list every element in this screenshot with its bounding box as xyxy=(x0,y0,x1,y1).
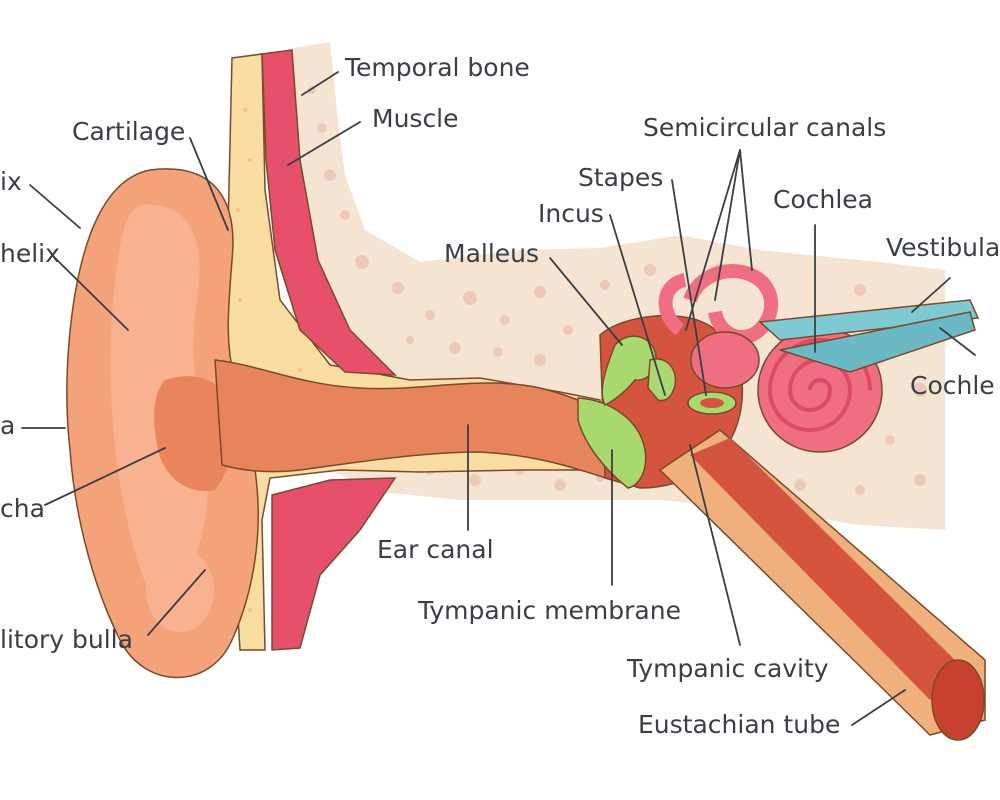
vestibule xyxy=(690,331,760,389)
incus-bone xyxy=(647,358,677,402)
leader-temporal-bone xyxy=(301,71,339,96)
concha-bowl xyxy=(154,376,234,491)
leader-semicircular-2 xyxy=(714,149,741,301)
label-auditory-bulla: litory bulla xyxy=(0,625,133,654)
leader-vestibular-nerve xyxy=(911,277,951,313)
leader-antihelix xyxy=(54,257,129,331)
tympanic-membrane xyxy=(577,397,647,489)
label-cartilage: Cartilage xyxy=(72,117,185,146)
leader-muscle xyxy=(287,121,361,166)
label-concha: cha xyxy=(0,494,45,523)
eustachian-tube-opening xyxy=(931,659,985,741)
leader-lines xyxy=(21,71,976,726)
label-cochlea: Cochlea xyxy=(773,185,873,214)
pinna xyxy=(66,168,259,679)
label-vestibular-nerve: Vestibula xyxy=(886,233,1000,262)
label-helix: ix xyxy=(0,167,22,196)
label-lobe: a xyxy=(0,411,15,440)
leader-semicircular-3 xyxy=(739,149,753,271)
label-stapes: Stapes xyxy=(578,163,663,192)
leader-malleus xyxy=(549,257,623,346)
stapes-hole xyxy=(700,398,724,408)
cochlea-spiral xyxy=(767,338,872,432)
label-eustachian-tube: Eustachian tube xyxy=(638,710,840,739)
leader-stapes xyxy=(671,179,707,396)
label-tympanic-membrane: Tympanic membrane xyxy=(417,596,681,625)
leader-eustachian-tube xyxy=(851,689,906,726)
label-malleus: Malleus xyxy=(444,239,539,268)
leader-cochlear-nerve xyxy=(939,327,976,356)
leader-incus xyxy=(609,214,666,396)
label-temporal-bone: Temporal bone xyxy=(344,53,530,82)
leader-concha xyxy=(44,447,166,506)
label-incus: Incus xyxy=(538,199,604,228)
cochlear-nerve-shape xyxy=(779,311,976,373)
label-ear-canal: Ear canal xyxy=(377,535,494,564)
leader-cartilage xyxy=(189,137,229,231)
ossicles xyxy=(601,335,737,415)
leader-semicircular-1 xyxy=(685,149,741,331)
label-antihelix: helix xyxy=(0,239,60,268)
leader-helix xyxy=(29,184,81,229)
bone-pores xyxy=(308,86,927,495)
semicircular-canal-loop-2 xyxy=(658,273,688,336)
labels: Temporal bone Muscle Cartilage ix helix … xyxy=(0,53,1000,739)
muscle xyxy=(261,49,397,651)
eustachian-tube xyxy=(658,429,986,741)
leader-tympanic-cavity xyxy=(689,444,741,646)
label-tympanic-cavity: Tympanic cavity xyxy=(626,654,829,683)
label-semicircular-canals: Semicircular canals xyxy=(643,113,886,142)
ear-lobe xyxy=(146,548,214,632)
label-muscle: Muscle xyxy=(372,104,459,133)
leader-auditory-bulla xyxy=(147,569,206,636)
label-cochlear-nerve: Cochle xyxy=(910,371,995,400)
